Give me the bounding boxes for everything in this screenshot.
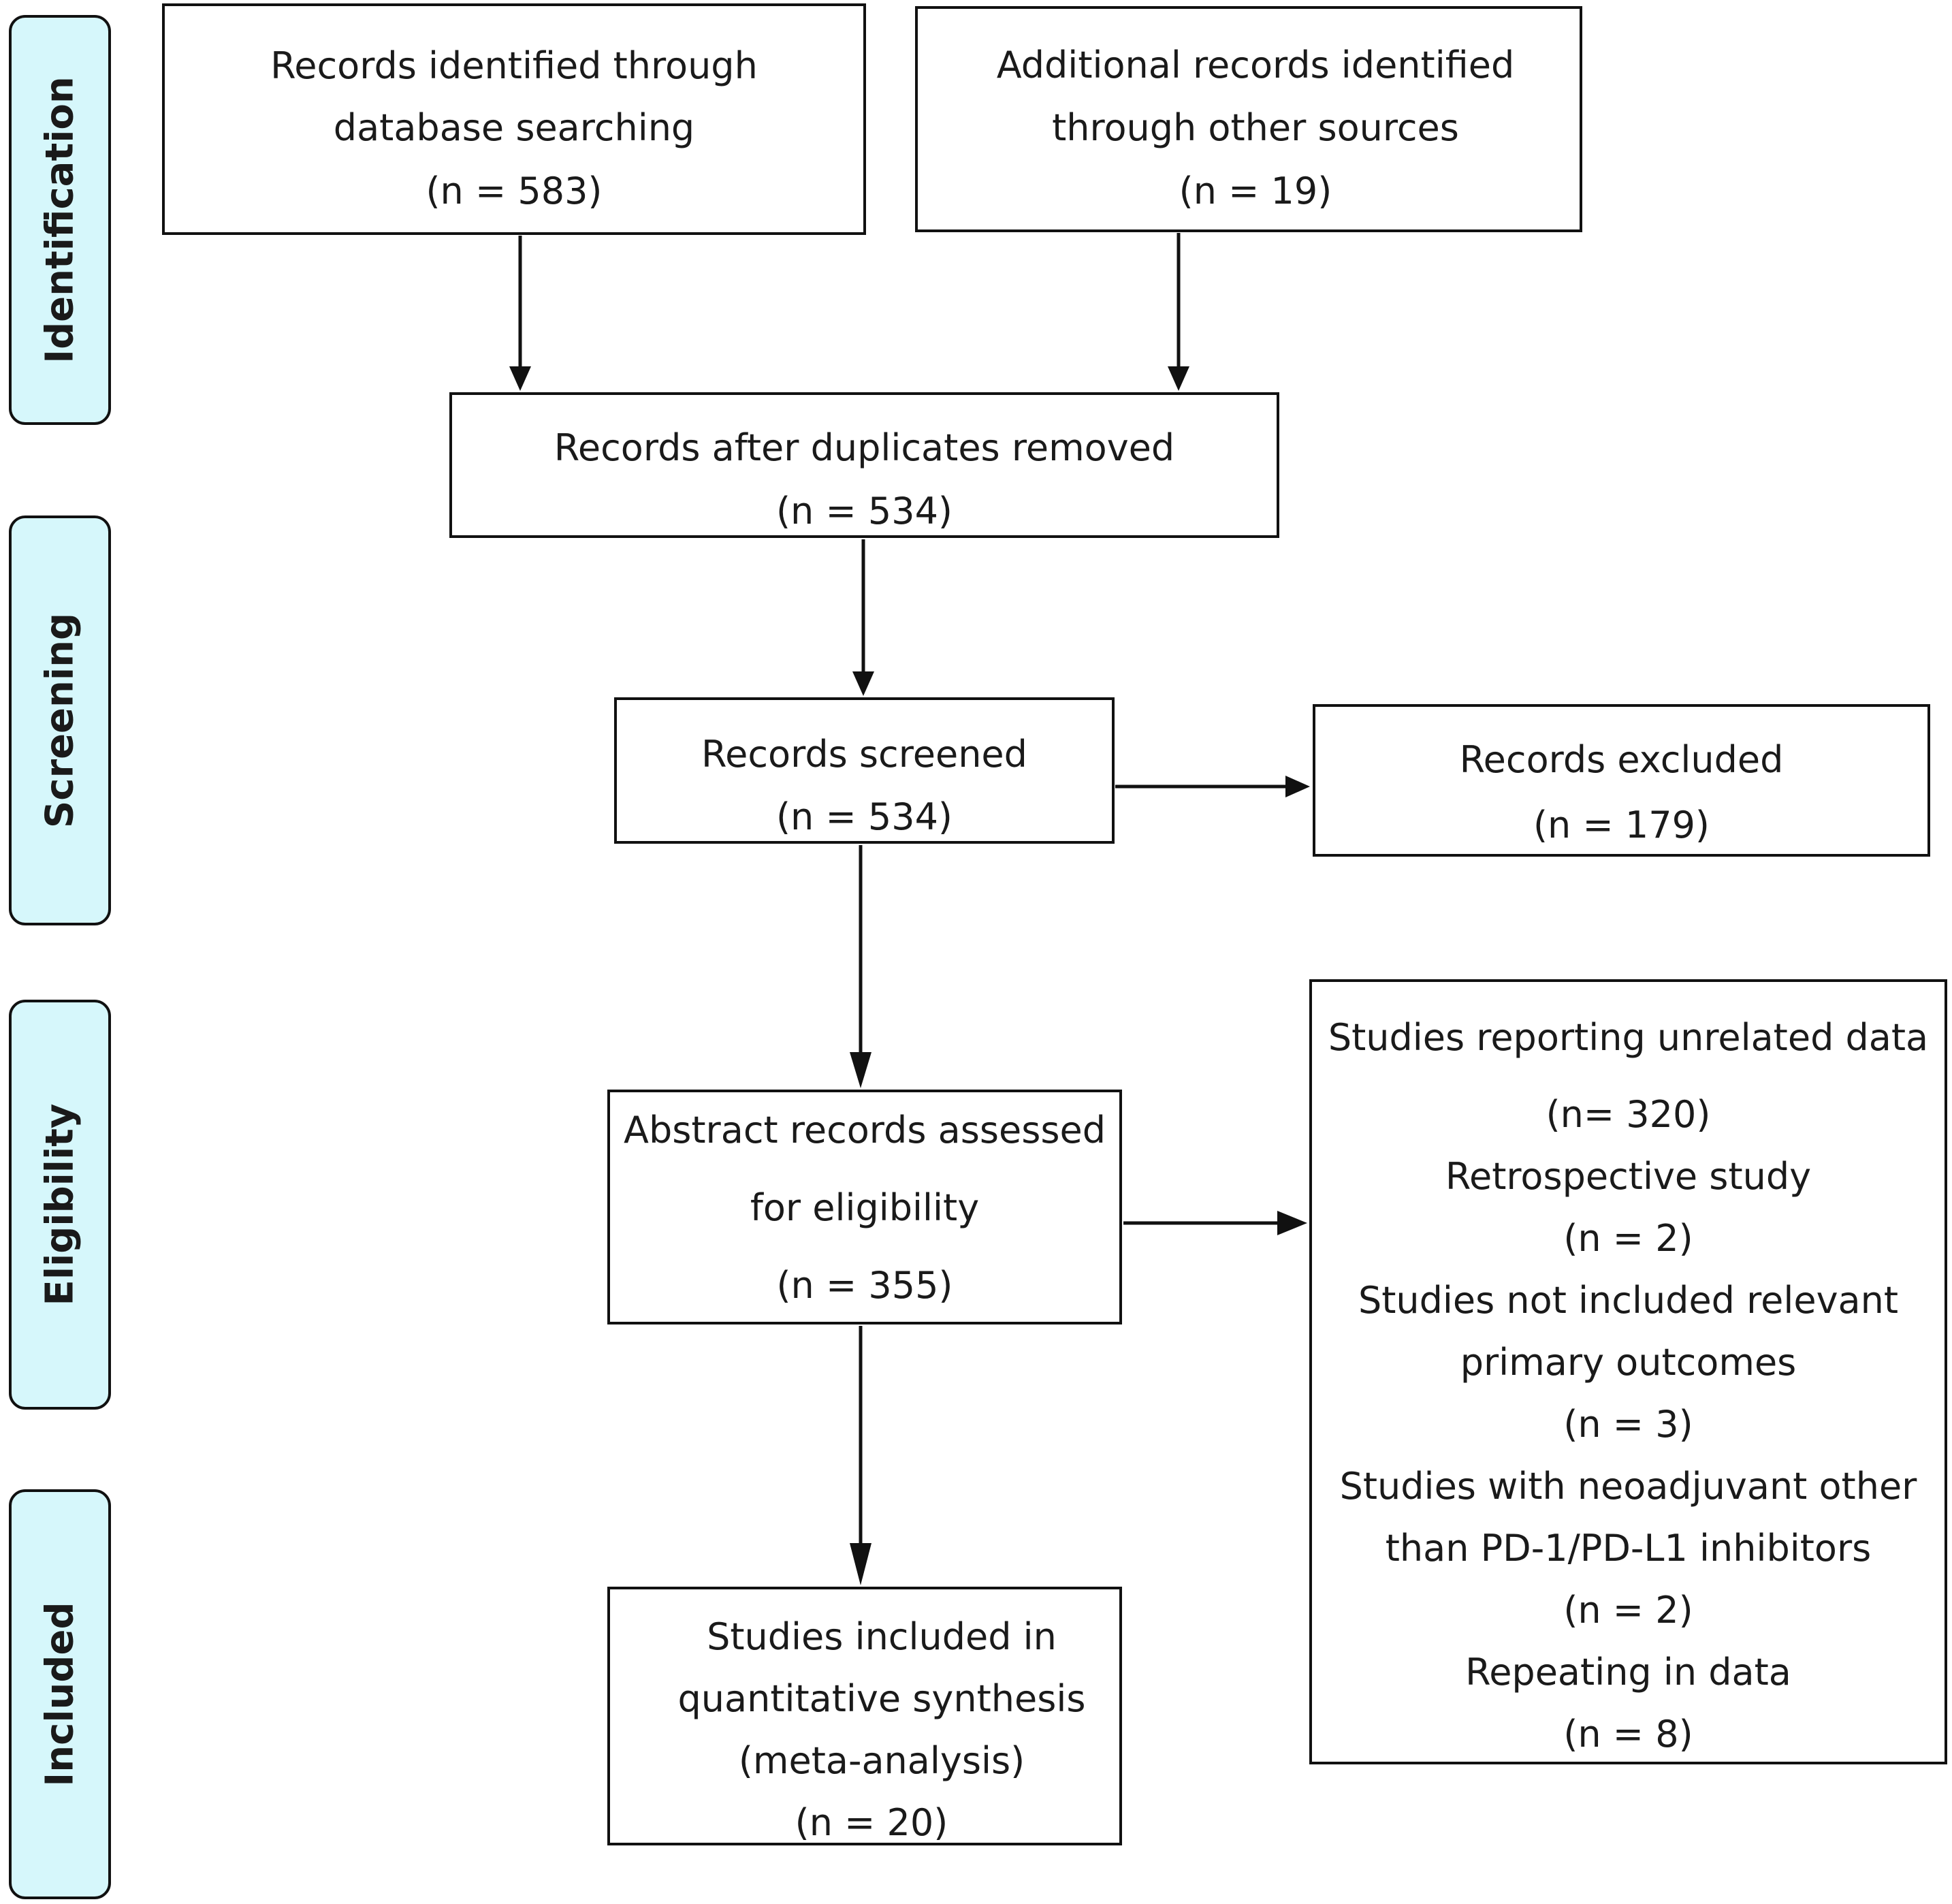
other-records-count: (n = 19) <box>1179 170 1332 212</box>
arrowhead-database <box>509 366 531 391</box>
reason-retrospective: Retrospective study <box>1445 1155 1812 1198</box>
studies-included-box: Studies included in quantitative synthes… <box>607 1587 1122 1845</box>
phase-screening: Screening <box>9 515 111 925</box>
database-records-count: (n = 583) <box>426 170 603 212</box>
arrowhead-other <box>1168 366 1189 391</box>
assessed-line1: Abstract records assessed <box>624 1109 1106 1152</box>
assessed-line2: for eligibility <box>750 1186 980 1229</box>
database-records-line2: database searching <box>333 106 695 149</box>
phase-included: Included <box>9 1489 111 1899</box>
assessed-eligibility-box: Abstract records assessed for eligibilit… <box>607 1090 1122 1324</box>
studies-included-count: (n = 20) <box>795 1801 948 1844</box>
after-duplicates-box: Records after duplicates removed (n = 53… <box>449 392 1279 538</box>
reason-no-outcomes-count: (n = 3) <box>1563 1403 1693 1446</box>
database-records-line1: Records identified through <box>270 44 758 87</box>
arrowhead-duplicates <box>852 671 874 696</box>
reason-no-outcomes-line2: primary outcomes <box>1460 1341 1797 1384</box>
records-screened-box: Records screened (n = 534) <box>614 697 1115 844</box>
arrowhead-included <box>850 1543 871 1585</box>
phase-identification: Identification <box>9 15 111 425</box>
records-screened-line1: Records screened <box>701 733 1027 776</box>
reason-retrospective-count: (n = 2) <box>1563 1217 1693 1260</box>
records-screened-count: (n = 534) <box>775 795 953 838</box>
reason-repeating-data: Repeating in data <box>1465 1651 1791 1694</box>
studies-included-line2: quantitative synthesis <box>677 1677 1086 1720</box>
database-records-box: Records identified through database sear… <box>162 3 866 235</box>
studies-included-line3: (meta-analysis) <box>738 1739 1025 1782</box>
arrowhead-excluded <box>1285 776 1310 797</box>
reason-repeating-data-count: (n = 8) <box>1563 1713 1693 1756</box>
reason-unrelated-data-count: (n= 320) <box>1546 1093 1711 1136</box>
records-excluded-line1: Records excluded <box>1459 738 1784 781</box>
other-records-line1: Additional records identified <box>996 44 1515 86</box>
reason-other-neoadjuvant-line2: than PD-1/PD-L1 inhibitors <box>1385 1527 1872 1570</box>
other-records-line2: through other sources <box>1052 106 1459 149</box>
exclusion-reasons-box: Studies reporting unrelated data (n= 320… <box>1309 979 1947 1764</box>
arrowhead-reasons <box>1277 1211 1307 1235</box>
arrowhead-assessed <box>850 1052 871 1088</box>
reason-no-outcomes-line1: Studies not included relevant <box>1358 1279 1899 1322</box>
reason-unrelated-data: Studies reporting unrelated data <box>1328 1016 1929 1059</box>
after-duplicates-line1: Records after duplicates removed <box>554 426 1175 469</box>
studies-included-line1: Studies included in <box>707 1615 1057 1658</box>
records-excluded-count: (n = 179) <box>1533 804 1710 846</box>
after-duplicates-count: (n = 534) <box>775 490 953 533</box>
reason-other-neoadjuvant-line1: Studies with neoadjuvant other <box>1339 1465 1917 1508</box>
other-records-box: Additional records identified through ot… <box>915 6 1582 232</box>
phase-eligibility: Eligibility <box>9 1000 111 1410</box>
assessed-count: (n = 355) <box>776 1264 953 1307</box>
reason-other-neoadjuvant-count: (n = 2) <box>1563 1589 1693 1632</box>
records-excluded-box: Records excluded (n = 179) <box>1313 704 1930 857</box>
